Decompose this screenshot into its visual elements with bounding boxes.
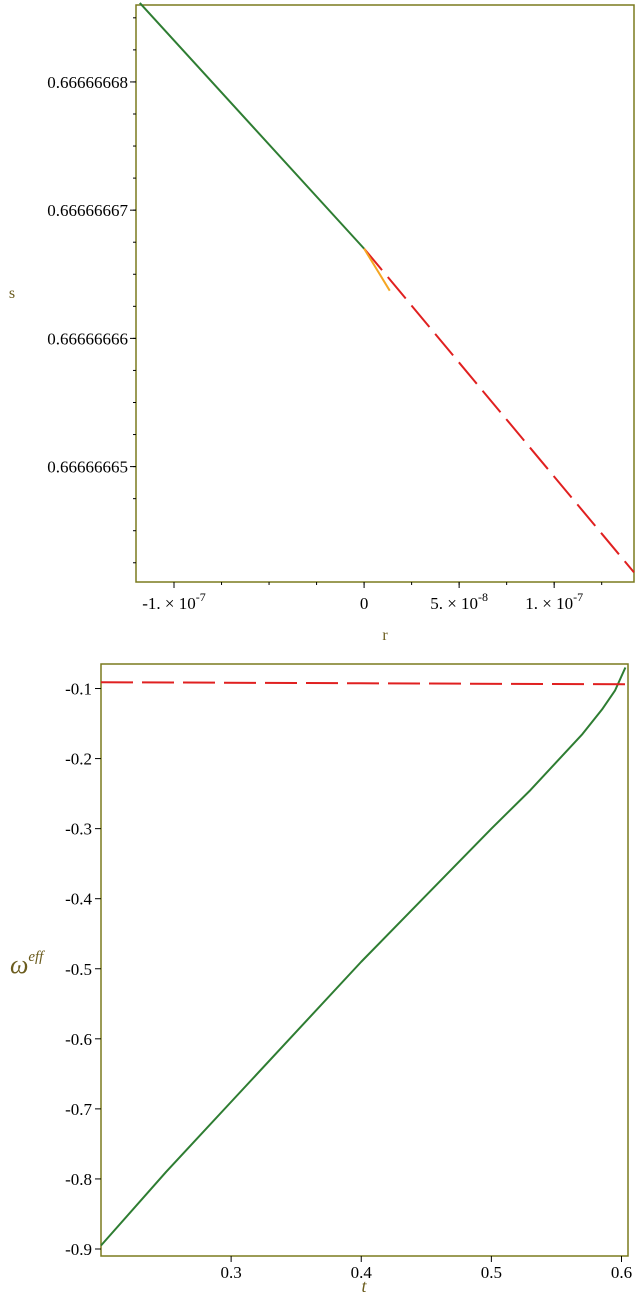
chart-1-y-tick-label: 0.66666668 — [47, 73, 128, 92]
chart-1-plot-frame — [135, 4, 635, 583]
chart-1-minor-ticks — [133, 17, 603, 585]
chart-2-y-tick-label: -0.2 — [65, 750, 92, 769]
chart-2-y-axis-label-sup: eff — [28, 949, 45, 965]
chart-2-y-tick-label: -0.9 — [65, 1240, 92, 1259]
chart-2-x-tick-label: 0.5 — [481, 1263, 502, 1282]
chart-2-y-tick-label: -0.5 — [65, 960, 92, 979]
chart-1-y-tick-label: 0.66666666 — [47, 329, 128, 348]
chart-2-y-tick-label: -0.7 — [65, 1100, 92, 1119]
chart-2-y-tick-label: -0.8 — [65, 1170, 92, 1189]
chart-1-x-axis-label: r — [382, 627, 388, 644]
chart-1: -1. × 10-7 0 5. × 10-8 1. × 10-7 0.66666665… — [9, 2, 635, 644]
chart-1-series-line-3 — [363, 248, 391, 292]
chart-2-x-ticks: 0.3 0.4 0.5 0.6 — [220, 1256, 632, 1282]
chart-1-x-tick-label: 5. × 10-8 — [430, 590, 488, 613]
chart-1-y-tick-label: 0.66666667 — [47, 201, 128, 220]
chart-2-plot-frame — [100, 663, 629, 1257]
chart-2-series — [100, 667, 629, 1247]
chart-1-x-tick-label: 0 — [360, 594, 369, 613]
chart-2-x-tick-label: 0.4 — [351, 1263, 373, 1282]
chart-1-x-ticks: -1. × 10-7 0 5. × 10-8 1. × 10-7 — [142, 582, 583, 613]
chart-1-series-line-2 — [363, 247, 635, 574]
chart-1-y-tick-label: 0.66666665 — [47, 458, 128, 477]
chart-1-series — [139, 2, 635, 574]
chart-2-x-axis-label: t — [361, 1276, 367, 1296]
chart-2-y-tick-label: -0.3 — [65, 820, 92, 839]
chart-1-series-line-1 — [139, 2, 365, 250]
chart-2-series-line-1 — [100, 667, 627, 1247]
chart-2-y-tick-label: -0.1 — [65, 680, 92, 699]
chart-1-x-tick-label: -1. × 10-7 — [142, 590, 206, 613]
chart-2-x-tick-label: 0.6 — [611, 1263, 632, 1282]
chart-2-y-axis-label: ωeff — [10, 949, 45, 979]
chart-1-y-axis-label: s — [9, 285, 15, 302]
chart-2-y-tick-label: -0.6 — [65, 1030, 92, 1049]
chart-1-x-tick-label: 1. × 10-7 — [525, 590, 583, 613]
chart-2-x-tick-label: 0.3 — [220, 1263, 241, 1282]
chart-2-y-tick-label: -0.4 — [65, 890, 92, 909]
chart-1-y-ticks: 0.66666665 0.66666666 0.66666667 0.66666668 — [47, 73, 136, 477]
chart-2-series-line-2 — [100, 681, 629, 686]
chart-2-y-ticks: -0.1 -0.2 -0.3 -0.4 -0.5 -0.6 -0.7 -0.8 -0.9 — [65, 680, 101, 1259]
chart-2-y-axis-label-base: ω — [10, 950, 28, 979]
